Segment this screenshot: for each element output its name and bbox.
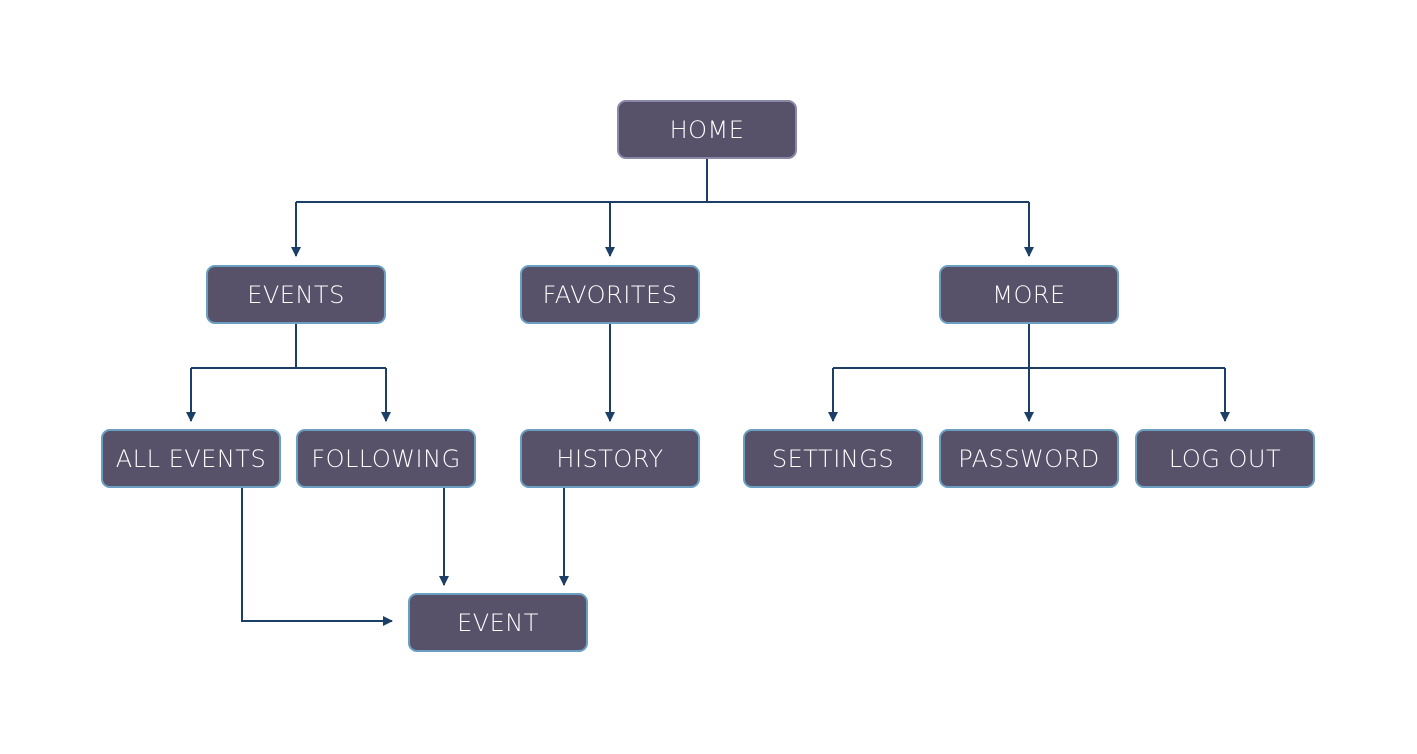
node-password[interactable]: PASSWORD [939,429,1119,488]
node-log-out[interactable]: LOG OUT [1135,429,1315,488]
node-password-label: PASSWORD [958,444,1100,473]
node-favorites[interactable]: FAVORITES [520,265,700,324]
edge-all-events-event [241,488,393,626]
node-favorites-label: FAVORITES [542,280,678,309]
node-home-label: HOME [669,115,745,144]
node-log-out-label: LOG OUT [1168,444,1282,473]
node-settings[interactable]: SETTINGS [743,429,923,488]
node-events[interactable]: EVENTS [206,265,386,324]
node-history-label: HISTORY [556,444,664,473]
node-event-label: EVENT [457,608,539,637]
node-all-events-label: ALL EVENTS [115,444,267,473]
node-history[interactable]: HISTORY [520,429,700,488]
node-events-label: EVENTS [247,280,345,309]
node-following-label: FOLLOWING [311,444,461,473]
node-all-events[interactable]: ALL EVENTS [101,429,281,488]
node-settings-label: SETTINGS [771,444,895,473]
node-event[interactable]: EVENT [408,593,588,652]
node-home[interactable]: HOME [617,100,797,159]
node-following[interactable]: FOLLOWING [296,429,476,488]
node-more[interactable]: MORE [939,265,1119,324]
node-more-label: MORE [992,280,1066,309]
